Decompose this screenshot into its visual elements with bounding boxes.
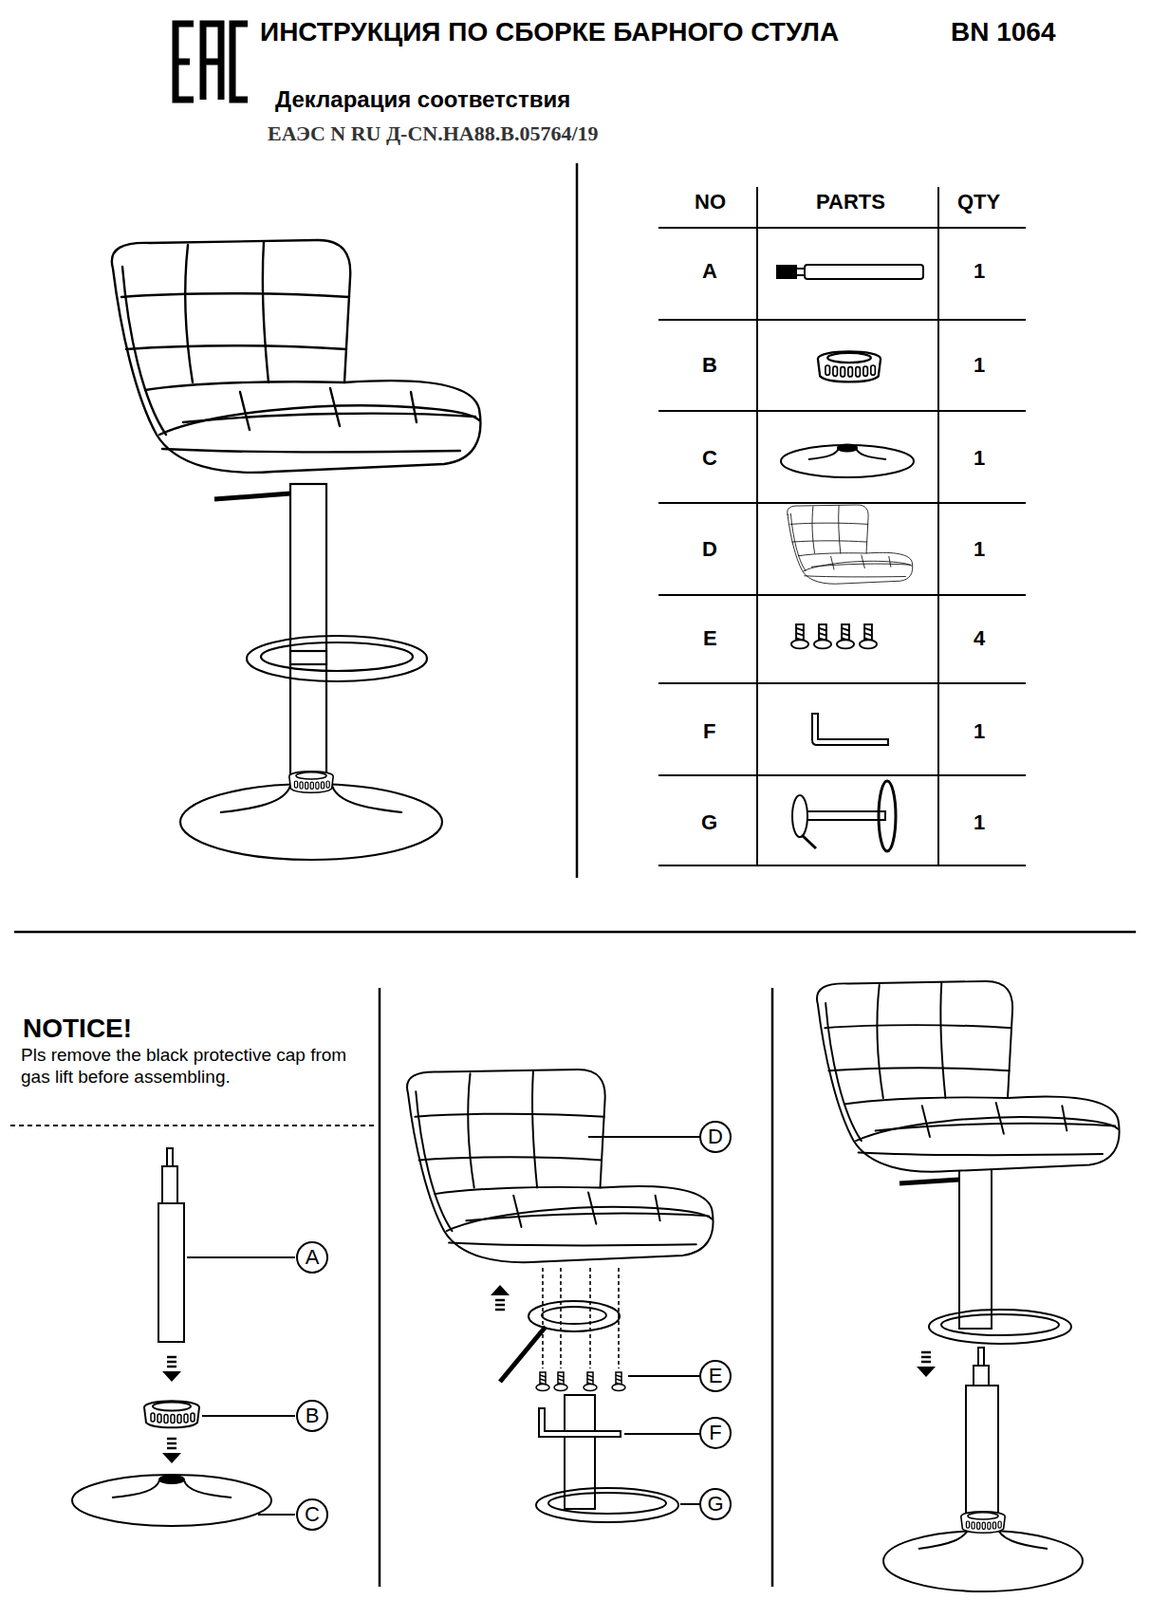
callout-letter: A xyxy=(305,1246,320,1268)
callout-letter: D xyxy=(707,1126,724,1148)
table-header: NO xyxy=(694,189,726,214)
part-letter: D xyxy=(702,537,718,561)
table-header: QTY xyxy=(957,189,1001,214)
part-letter: G xyxy=(701,810,718,835)
part-letter: F xyxy=(703,719,716,743)
notice-text: Pls remove the black protective cap from… xyxy=(20,1043,363,1088)
callout-circle: E xyxy=(699,1359,732,1392)
part-quantity-wrap: 1 xyxy=(973,537,985,561)
part-quantity-wrap: 1 xyxy=(973,259,985,283)
part-letter-wrap: B xyxy=(702,352,718,377)
table-header: PARTS xyxy=(816,189,886,214)
callout-circle: F xyxy=(699,1416,732,1449)
page-title-wrap: ИНСТРУКЦИЯ ПО СБОРКЕ БАРНОГО СТУЛА xyxy=(259,17,839,48)
callout-circle: A xyxy=(296,1241,329,1274)
notice-text-wrap: Pls remove the black protective cap from… xyxy=(20,1043,363,1088)
declaration-number-wrap: ЕАЭС N RU Д-CN.НА88.В.05764/19 xyxy=(267,121,599,147)
part-letter-wrap: F xyxy=(703,719,716,743)
page-title: ИНСТРУКЦИЯ ПО СБОРКЕ БАРНОГО СТУЛА xyxy=(259,17,839,48)
model-number: BN 1064 xyxy=(950,17,1057,48)
callout-circle: G xyxy=(699,1487,732,1521)
callout-letter: B xyxy=(305,1405,320,1427)
part-letter: C xyxy=(702,445,718,470)
part-quantity: 1 xyxy=(973,445,985,470)
notice-heading-wrap: NOTICE! xyxy=(22,1013,132,1044)
callout-letter: F xyxy=(708,1422,722,1444)
callout-letter: E xyxy=(708,1365,724,1387)
part-letter: A xyxy=(702,259,718,283)
part-quantity: 1 xyxy=(973,537,985,561)
part-letter-wrap: C xyxy=(702,445,718,470)
part-letter-wrap: D xyxy=(702,537,718,561)
part-quantity: 4 xyxy=(973,626,985,650)
part-quantity-wrap: 1 xyxy=(973,352,985,377)
declaration-number: ЕАЭС N RU Д-CN.НА88.В.05764/19 xyxy=(267,121,599,147)
part-quantity: 1 xyxy=(973,719,985,743)
declaration-heading-wrap: Декларация соответствия xyxy=(275,86,571,113)
callout-letter: C xyxy=(304,1503,320,1525)
part-quantity: 1 xyxy=(973,352,985,377)
part-quantity-wrap: 1 xyxy=(973,810,985,835)
callout-circle: C xyxy=(296,1498,329,1531)
part-letter-wrap: E xyxy=(703,626,718,650)
notice-heading: NOTICE! xyxy=(22,1013,132,1044)
callout-circle: D xyxy=(699,1120,732,1153)
part-letter-wrap: A xyxy=(702,259,718,283)
part-quantity-wrap: 4 xyxy=(973,626,985,650)
table-header-wrap: NO xyxy=(694,189,726,214)
callout-circle: B xyxy=(296,1399,329,1432)
part-quantity: 1 xyxy=(973,810,985,835)
part-letter: E xyxy=(703,626,718,650)
part-letter: B xyxy=(702,352,718,377)
declaration-heading: Декларация соответствия xyxy=(275,86,571,113)
part-quantity: 1 xyxy=(973,259,985,283)
table-header-wrap: PARTS xyxy=(816,189,886,214)
part-quantity-wrap: 1 xyxy=(973,719,985,743)
part-letter-wrap: G xyxy=(701,810,718,835)
part-quantity-wrap: 1 xyxy=(973,445,985,470)
table-header-wrap: QTY xyxy=(957,189,1001,214)
model-number-wrap: BN 1064 xyxy=(950,17,1057,48)
callout-letter: G xyxy=(706,1493,724,1515)
